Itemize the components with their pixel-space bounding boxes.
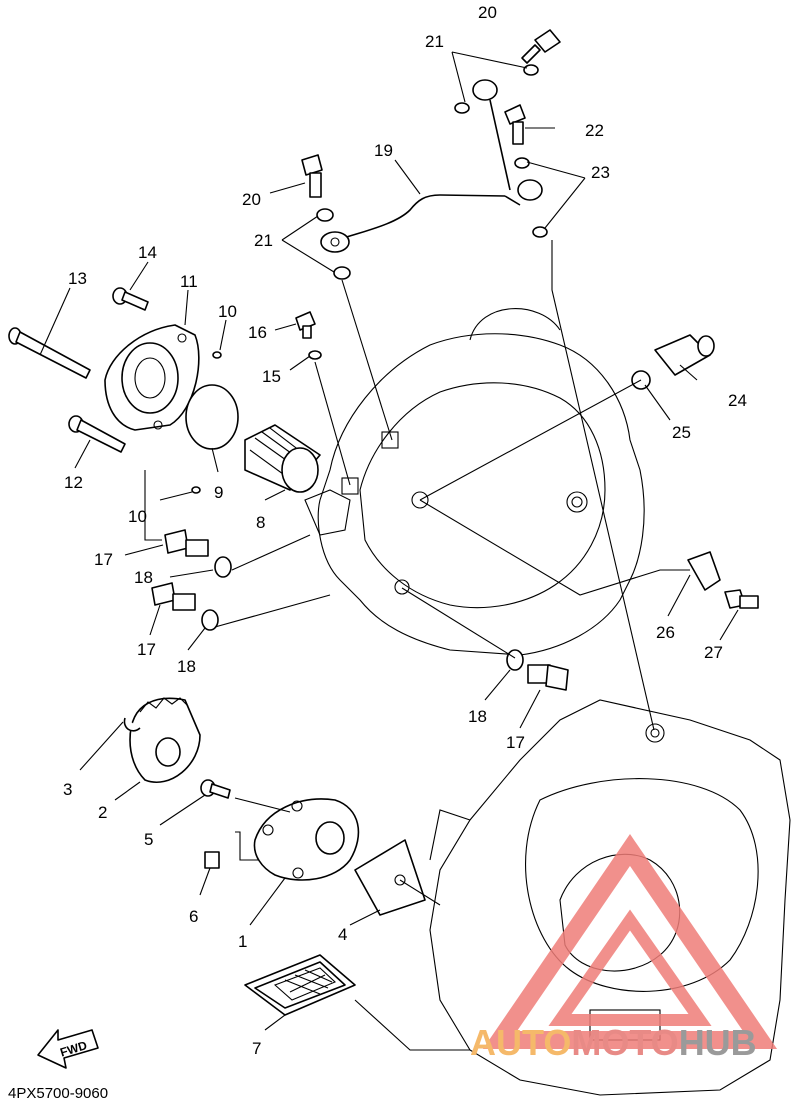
oil-pipe: [320, 79, 543, 253]
callout-label: 9: [214, 483, 223, 502]
callout-label: 4: [338, 925, 347, 944]
callout-label: 11: [180, 272, 198, 291]
oil-filter-cover: [104, 324, 200, 431]
callout-label: 22: [585, 121, 604, 140]
gasket-4: [354, 839, 426, 916]
oil-filter-element: [244, 424, 321, 493]
callout-label: 10: [218, 302, 237, 321]
callout-label: 18: [177, 657, 196, 676]
callout-label: 17: [94, 550, 113, 569]
fwd-arrow-icon: FWD: [37, 1029, 99, 1069]
callout-label: 5: [144, 830, 153, 849]
watermark-part2: MOTO: [571, 1022, 678, 1063]
bolt-16: [295, 311, 316, 339]
bolt-17-b: [151, 582, 196, 611]
oil-pump: [253, 798, 360, 881]
callout-label: 20: [242, 190, 261, 209]
callout-label: 26: [656, 623, 675, 642]
washer-18-a: [214, 556, 232, 578]
oil-pump-gear: [129, 697, 201, 783]
callout-label: 16: [248, 323, 267, 342]
callout-label: 10: [128, 507, 147, 526]
leader-lines: [39, 51, 739, 1051]
callout-label: 7: [252, 1039, 261, 1058]
bolt-27: [724, 589, 759, 609]
callout-label: 3: [63, 780, 72, 799]
bolt-17-a: [164, 529, 209, 557]
circlip-3: [123, 717, 141, 732]
callout-label: 6: [189, 907, 198, 926]
union-bolt-22: [504, 104, 526, 145]
callout-labels: 20 21 22 23 19 20 21 14 11 13 10 16 15 2…: [63, 3, 747, 1058]
washer-18-c: [506, 649, 524, 671]
callout-label: 23: [591, 163, 610, 182]
callout-label: 18: [134, 568, 153, 587]
callout-label: 18: [468, 707, 487, 726]
part-code: 4PX5700-9060: [8, 1085, 108, 1102]
callout-label: 15: [262, 367, 281, 386]
callout-label: 13: [68, 269, 87, 288]
callout-label: 12: [64, 473, 83, 492]
bolt-13: [8, 327, 91, 379]
callout-label: 21: [254, 231, 273, 250]
bolt-14: [112, 287, 149, 311]
bolt-12: [68, 415, 126, 453]
callout-label: 2: [98, 803, 107, 822]
union-bolt-top: [521, 29, 561, 64]
dowel-6: [204, 851, 220, 869]
callout-label: 25: [672, 423, 691, 442]
o-rings: [185, 351, 651, 494]
callout-label: 14: [138, 243, 157, 262]
union-bolt-20: [301, 154, 323, 198]
oil-strainer: [244, 954, 356, 1016]
callout-label: 27: [704, 643, 723, 662]
callout-label: 17: [137, 640, 156, 659]
watermark-text: AUTOMOTOHUB: [470, 1022, 757, 1063]
callout-label: 21: [425, 32, 444, 51]
bracket-26: [687, 551, 721, 591]
watermark-part3: HUB: [679, 1022, 757, 1063]
screw-5: [200, 779, 231, 799]
callout-label: 1: [238, 932, 247, 951]
watermark-logo: AUTOMOTOHUB: [470, 834, 778, 1063]
callout-label: 19: [374, 141, 393, 160]
crankcase-cover: [304, 308, 645, 656]
washer-18-b: [201, 609, 219, 631]
callout-label: 20: [478, 3, 497, 22]
watermark-part1: AUTO: [470, 1022, 571, 1063]
washers: [308, 64, 548, 360]
callout-label: 8: [256, 513, 265, 532]
plug-24: [654, 334, 715, 376]
callout-label: 24: [728, 391, 747, 410]
bolt-17-c: [527, 664, 569, 691]
callout-label: 17: [506, 733, 525, 752]
